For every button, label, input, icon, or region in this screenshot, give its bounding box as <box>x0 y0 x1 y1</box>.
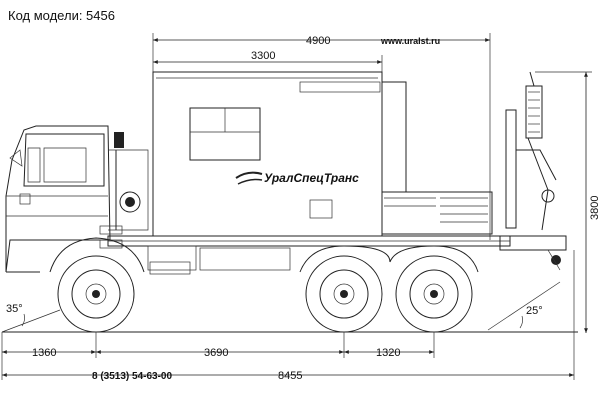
van-body: УралСпецТранс <box>152 71 383 237</box>
dim-3300-label: 3300 <box>251 50 275 62</box>
dimension-overall-box: 4900 www.uralst.ru <box>152 33 491 240</box>
model-code-label: Код модели: 5456 <box>8 8 115 23</box>
approach-angle: 35° <box>1 303 61 333</box>
departure-angle-label: 25° <box>526 305 543 317</box>
rear-fender <box>299 245 479 273</box>
dimension-height: 3800 <box>535 71 600 333</box>
rear-section <box>381 81 493 235</box>
dim-3690-label: 3690 <box>204 347 228 359</box>
dim-3800-label: 3800 <box>589 196 600 220</box>
website-label: www.uralst.ru <box>380 36 440 46</box>
dimension-box-length: 3300 <box>153 50 383 72</box>
front-wheel <box>49 237 145 333</box>
frame <box>107 235 511 275</box>
approach-angle-label: 35° <box>6 303 23 315</box>
rear-wheel-1 <box>305 255 383 333</box>
dimension-row-1: 1360 3690 1320 <box>1 332 435 380</box>
departure-angle: 25° <box>487 281 561 331</box>
phone-label: 8 (3513) 54-63-00 <box>92 371 172 382</box>
dim-1360-label: 1360 <box>32 347 56 359</box>
brand-logo-text: УралСпецТранс <box>264 171 359 185</box>
dim-4900-label: 4900 <box>306 35 330 47</box>
crane <box>499 71 567 271</box>
cab <box>5 125 149 273</box>
rear-wheel-2 <box>395 255 473 333</box>
dim-1320-label: 1320 <box>376 347 400 359</box>
truck: УралСпецТранс <box>5 71 567 333</box>
dim-8455-label: 8455 <box>278 370 302 382</box>
dimension-total-length: 8 (3513) 54-63-00 8455 <box>2 250 575 382</box>
